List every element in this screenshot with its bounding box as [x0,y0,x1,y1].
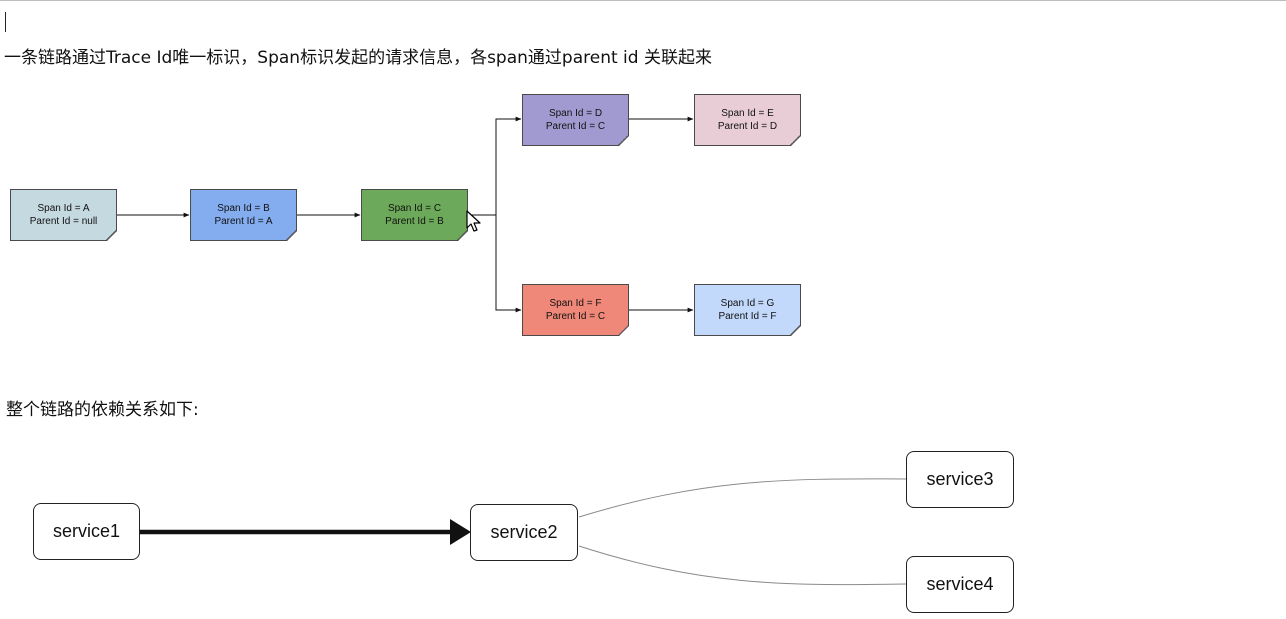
page-fold-icon [790,135,800,145]
top-divider [0,0,1286,1]
page-fold-icon [457,230,467,240]
span-box-f: Span Id = F Parent Id = C [522,284,629,336]
parent-id-label: Parent Id = D [717,121,778,132]
edge-service2-service3 [578,478,907,518]
parent-id-label: Parent Id = null [29,216,98,227]
page-fold-icon [790,325,800,335]
span-box-a: Span Id = A Parent Id = null [10,189,117,241]
page-fold-icon [106,230,116,240]
edge-service1-service2-arrowhead [450,519,471,545]
span-box-d: Span Id = D Parent Id = C [522,94,629,146]
span-id-label: Span Id = A [37,203,90,214]
mouse-pointer-icon [466,210,481,232]
span-id-label: Span Id = C [387,203,442,214]
span-id-label: Span Id = G [720,298,775,309]
parent-id-label: Parent Id = F [718,311,777,322]
span-id-label: Span Id = F [549,298,602,309]
span-box-b: Span Id = B Parent Id = A [190,189,297,241]
service-node-service3: service3 [906,451,1014,508]
span-id-label: Span Id = E [721,108,774,119]
edge-service2-service4 [578,545,907,586]
service-node-service1: service1 [33,503,140,560]
parent-id-label: Parent Id = C [545,311,606,322]
span-box-e: Span Id = E Parent Id = D [694,94,801,146]
edge-c-f [495,215,522,313]
dependency-heading: 整个链路的依赖关系如下: [6,400,199,420]
page-fold-icon [618,135,628,145]
text-caret [5,12,6,32]
parent-id-label: Parent Id = C [545,121,606,132]
service-node-service4: service4 [906,556,1014,613]
parent-id-label: Parent Id = B [385,216,444,227]
service-node-service2: service2 [470,504,578,561]
page-fold-icon [286,230,296,240]
page-fold-icon [618,325,628,335]
span-id-label: Span Id = B [217,203,270,214]
edge-c-d [468,116,522,216]
parent-id-label: Parent Id = A [214,216,273,227]
intro-text: 一条链路通过Trace Id唯一标识，Span标识发起的请求信息，各span通过… [4,48,712,68]
span-box-c: Span Id = C Parent Id = B [361,189,468,241]
span-id-label: Span Id = D [548,108,603,119]
span-box-g: Span Id = G Parent Id = F [694,284,801,336]
